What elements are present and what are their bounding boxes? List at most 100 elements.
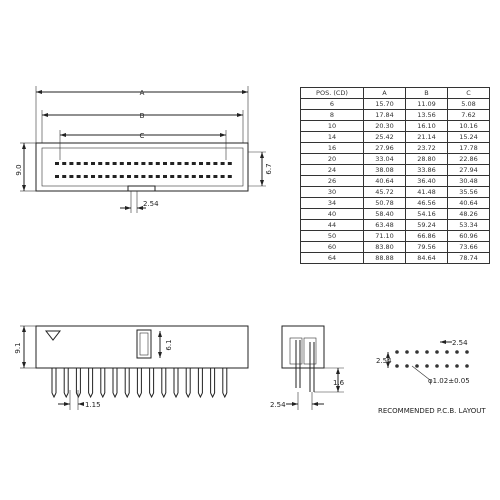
front-pin-tip: [210, 392, 216, 399]
table-cell: 44: [300, 219, 364, 231]
front-pin-tip: [112, 392, 118, 399]
pin-bottom-row: [112, 175, 117, 178]
pin-height-label: 9.1: [14, 342, 22, 353]
front-pin-tip: [136, 392, 142, 399]
front-pin-tip: [173, 392, 179, 399]
pin-bottom-row: [163, 175, 167, 178]
pin-bottom-row: [127, 175, 131, 178]
dim-b-label: B: [140, 112, 145, 120]
pin-top-row: [55, 162, 59, 165]
pin-bottom-row: [105, 175, 110, 178]
table-cell: 84.64: [405, 252, 448, 264]
col-header-b: B: [405, 87, 448, 99]
table-cell: 35.56: [447, 186, 490, 198]
pcb-layout-note: RECOMMENDED P.C.B. LAYOUT: [378, 407, 486, 415]
pcb-hole-icon: [445, 350, 449, 354]
pin-top-row: [148, 162, 153, 165]
table-cell: 40: [300, 208, 364, 220]
dim-a-label: A: [140, 89, 145, 97]
table-cell: 8: [300, 109, 364, 121]
table-cell: 41.48: [405, 186, 448, 198]
pin-top-row: [69, 162, 74, 165]
pin-top-row: [105, 162, 110, 165]
front-pin-tip: [185, 392, 191, 399]
table-cell: 50: [300, 230, 364, 242]
pin-top-row: [83, 162, 88, 165]
pin-bottom-row: [69, 175, 74, 178]
pin-top-row: [220, 162, 225, 165]
pin-bottom-row: [141, 175, 146, 178]
table-cell: 58.40: [363, 208, 406, 220]
pin-top-row: [141, 162, 146, 165]
pin-bottom-row: [199, 175, 203, 178]
inner-label: 6.1: [165, 339, 173, 350]
pin-top-row: [227, 162, 232, 165]
table-cell: 10.16: [447, 120, 490, 132]
table-cell: 6: [300, 98, 364, 110]
side-view: 1.6 2.54: [270, 325, 345, 410]
pitch-bottom-label: 2.54: [270, 401, 286, 409]
table-cell: 36.40: [405, 175, 448, 187]
pin-bottom-row: [220, 175, 225, 178]
bottom-pitch-label: 1.15: [85, 401, 101, 409]
pin-top-row: [134, 162, 139, 165]
pcb-hole-icon: [415, 350, 419, 354]
table-cell: 33.04: [363, 153, 406, 165]
pin-top-row: [213, 162, 218, 165]
pin-bottom-row: [98, 175, 103, 178]
pin-top-row: [91, 162, 95, 165]
table-cell: 15.70: [363, 98, 406, 110]
table-cell: 53.34: [447, 219, 490, 231]
front-pin-tip: [63, 392, 69, 399]
table-cell: 24: [300, 164, 364, 176]
table-cell: 46.56: [405, 197, 448, 209]
table-cell: 60.96: [447, 230, 490, 242]
table-cell: 63.48: [363, 219, 406, 231]
pin-bottom-row: [119, 175, 124, 178]
table-cell: 50.78: [363, 197, 406, 209]
height-right-label: 6.7: [265, 163, 273, 174]
pcb-hole-icon: [405, 350, 409, 354]
layout-right-label: 2.54: [452, 339, 468, 347]
pitch-top-label: 2.54: [143, 200, 159, 208]
dim-c-label: C: [140, 132, 145, 140]
pcb-hole-icon: [465, 364, 469, 368]
table-cell: 88.88: [363, 252, 406, 264]
pin-top-row: [191, 162, 196, 165]
pin-bottom-row: [148, 175, 153, 178]
table-cell: 66.86: [405, 230, 448, 242]
front-pin-tip: [149, 392, 155, 399]
table-cell: 30: [300, 186, 364, 198]
pin-top-row: [62, 162, 67, 165]
pin-bottom-row: [184, 175, 189, 178]
table-cell: 40.64: [447, 197, 490, 209]
pcb-hole-icon: [435, 350, 439, 354]
pin-top-row: [98, 162, 103, 165]
table-cell: 25.42: [363, 131, 406, 143]
table-cell: 28.80: [405, 153, 448, 165]
pcb-hole-icon: [395, 350, 399, 354]
layout-left-label: 2.54: [376, 357, 392, 365]
table-cell: 13.56: [405, 109, 448, 121]
table-cell: 27.96: [363, 142, 406, 154]
pin-bottom-row: [227, 175, 232, 178]
pin-bottom-row: [206, 175, 211, 178]
pin-len-label: 1.6: [333, 379, 345, 387]
front-pin-tip: [197, 392, 203, 399]
table-cell: 17.78: [447, 142, 490, 154]
table-cell: 54.16: [405, 208, 448, 220]
pin-top-row: [76, 162, 81, 165]
pin-top-row: [199, 162, 203, 165]
pcb-hole-icon: [425, 364, 429, 368]
